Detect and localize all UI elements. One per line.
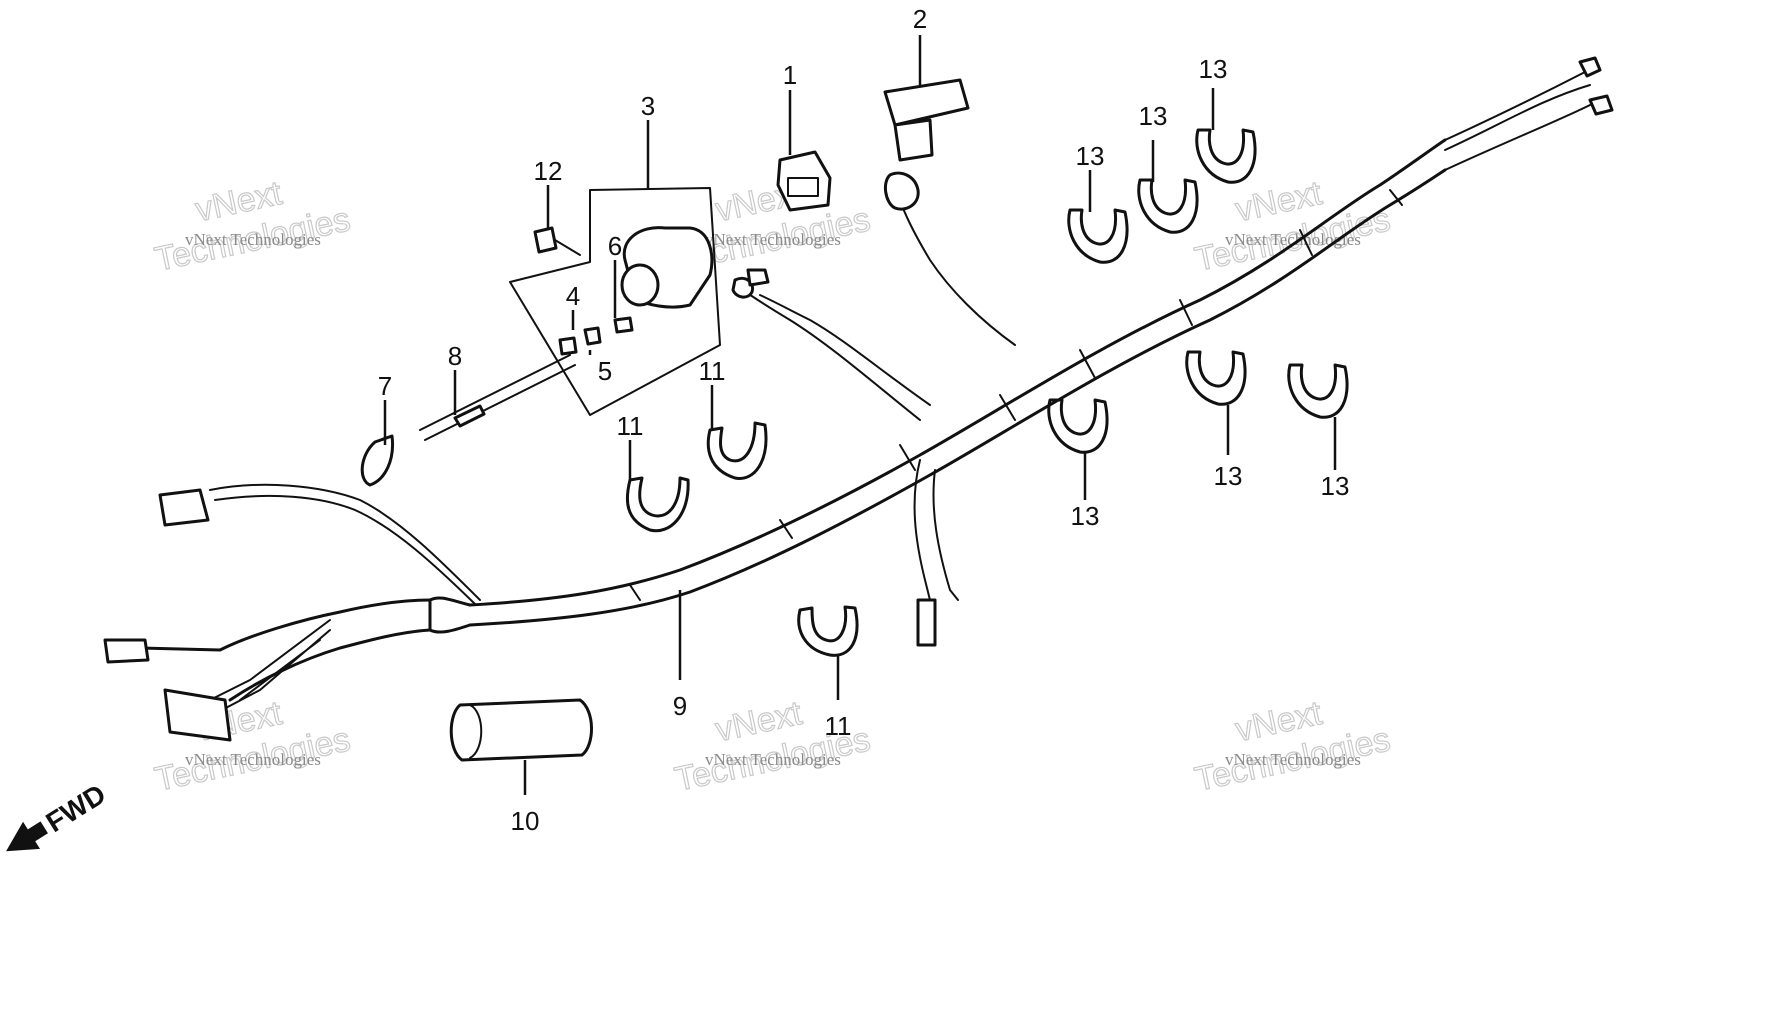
callout-13-c: 13 <box>1199 54 1228 84</box>
callout-5: 5 <box>598 356 612 386</box>
part-1 <box>776 150 832 212</box>
svg-text:vNext Technologies: vNext Technologies <box>1225 230 1361 249</box>
callout-13-f: 13 <box>1321 471 1350 501</box>
svg-text:vNext Technologies: vNext Technologies <box>705 230 841 249</box>
fwd-label: FWD <box>41 778 112 838</box>
callout-12: 12 <box>534 156 563 186</box>
part-2 <box>883 78 970 162</box>
callout-1: 1 <box>783 60 797 90</box>
callout-11-c: 11 <box>825 711 852 741</box>
callout-10: 10 <box>511 806 540 836</box>
leader-lines <box>383 35 1337 795</box>
callout-2: 2 <box>913 4 927 34</box>
fwd-arrow-icon <box>6 821 48 852</box>
fwd-arrow: FWD <box>6 778 112 852</box>
callout-13-e: 13 <box>1214 461 1243 491</box>
svg-text:vNext Technologies: vNext Technologies <box>1225 750 1361 769</box>
callout-3: 3 <box>641 91 655 121</box>
part-10-sleeve <box>449 698 593 762</box>
watermark-top-right: vNext Technologies vNext Technologies <box>1191 173 1394 279</box>
watermark-bottom-center: vNext Technologies vNext Technologies <box>671 693 874 799</box>
svg-text:vNext Technologies: vNext Technologies <box>705 750 841 769</box>
callout-6: 6 <box>608 231 622 261</box>
main-harness <box>103 56 1614 742</box>
clips <box>625 128 1349 657</box>
callout-13-a: 13 <box>1076 141 1105 171</box>
callout-13-d: 13 <box>1071 501 1100 531</box>
callout-7: 7 <box>378 371 392 401</box>
callout-labels: 1 2 3 4 5 6 7 8 9 10 11 11 11 12 13 13 1… <box>378 4 1350 836</box>
callout-4: 4 <box>566 281 580 311</box>
svg-text:vNext Technologies: vNext Technologies <box>185 750 321 769</box>
watermark-bottom-right: vNext Technologies vNext Technologies <box>1191 693 1394 799</box>
plug-lead <box>360 354 576 487</box>
callout-11-a: 11 <box>617 411 644 441</box>
callout-11-b: 11 <box>699 356 726 386</box>
callout-8: 8 <box>448 341 462 371</box>
ignition-coil-assembly <box>509 187 721 416</box>
callout-13-b: 13 <box>1139 101 1168 131</box>
svg-text:vNext Technologies: vNext Technologies <box>185 230 321 249</box>
watermark-top-left: vNext Technologies vNext Technologies <box>151 173 354 279</box>
callout-9: 9 <box>673 691 687 721</box>
